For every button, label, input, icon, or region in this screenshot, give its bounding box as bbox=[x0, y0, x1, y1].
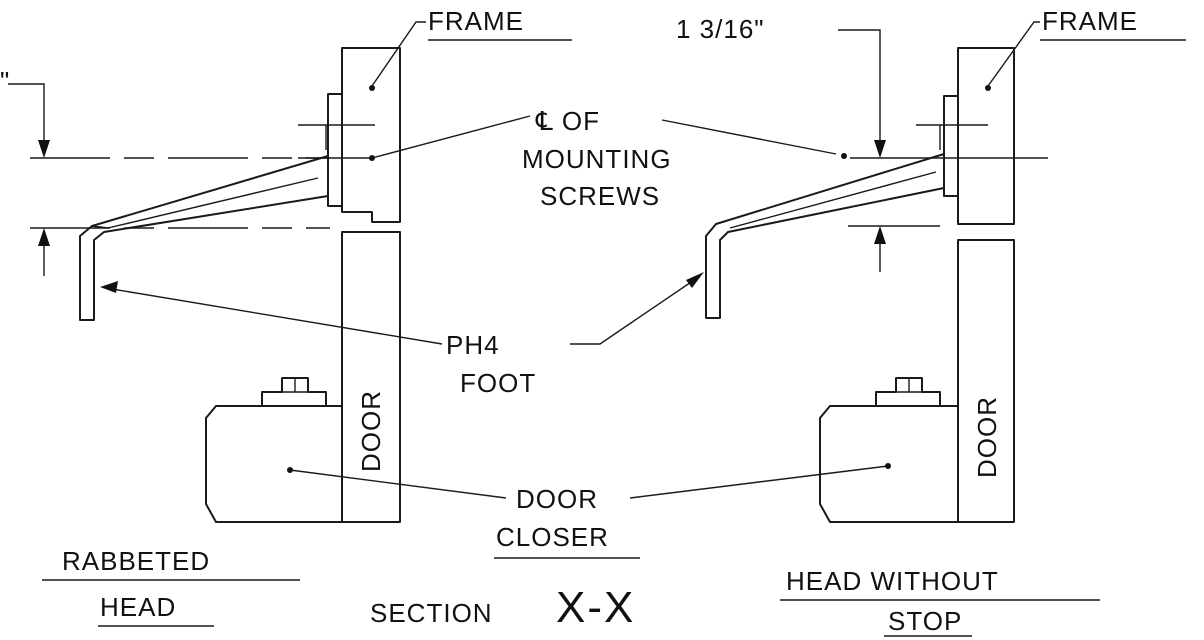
leader-lines bbox=[100, 21, 1040, 499]
label-foot-line1: PH4 bbox=[446, 330, 500, 360]
label-cl-line2: MOUNTING bbox=[522, 144, 672, 174]
section-word: SECTION bbox=[370, 598, 493, 628]
left-door-closer bbox=[205, 405, 343, 523]
left-mount-plate bbox=[327, 93, 343, 207]
left-caption-line1: RABBETED bbox=[62, 546, 210, 576]
left-frame bbox=[341, 47, 401, 223]
right-frame bbox=[957, 47, 1015, 225]
right-door bbox=[957, 239, 1015, 523]
label-foot-line2: FOOT bbox=[460, 368, 536, 398]
right-caption-line2: STOP bbox=[888, 606, 962, 636]
label-dimension: 1 3/16" bbox=[676, 14, 765, 44]
annotations: FRAME FRAME 1 3/16" " ℄ OF MOUNTING SCRE… bbox=[0, 6, 1186, 637]
label-door-right: DOOR bbox=[972, 396, 1002, 478]
section-id: X-X bbox=[556, 583, 635, 632]
left-caption-line2: HEAD bbox=[100, 592, 176, 622]
label-dimension-left: " bbox=[0, 66, 10, 96]
label-cl-line1: ℄ OF bbox=[535, 106, 600, 136]
left-closer-arm bbox=[79, 155, 329, 321]
label-closer-line1: DOOR bbox=[516, 484, 598, 514]
label-frame-left: FRAME bbox=[428, 6, 524, 36]
right-mount-plate bbox=[943, 95, 959, 197]
label-closer-line2: CLOSER bbox=[496, 522, 609, 552]
right-closer-arm bbox=[705, 153, 945, 319]
label-frame-right: FRAME bbox=[1042, 6, 1138, 36]
right-assembly bbox=[705, 29, 1048, 523]
right-door-closer bbox=[819, 405, 959, 523]
left-assembly bbox=[8, 47, 401, 523]
right-caption-line1: HEAD WITHOUT bbox=[786, 566, 999, 596]
label-door-left: DOOR bbox=[356, 390, 386, 472]
label-cl-line3: SCREWS bbox=[540, 181, 660, 211]
